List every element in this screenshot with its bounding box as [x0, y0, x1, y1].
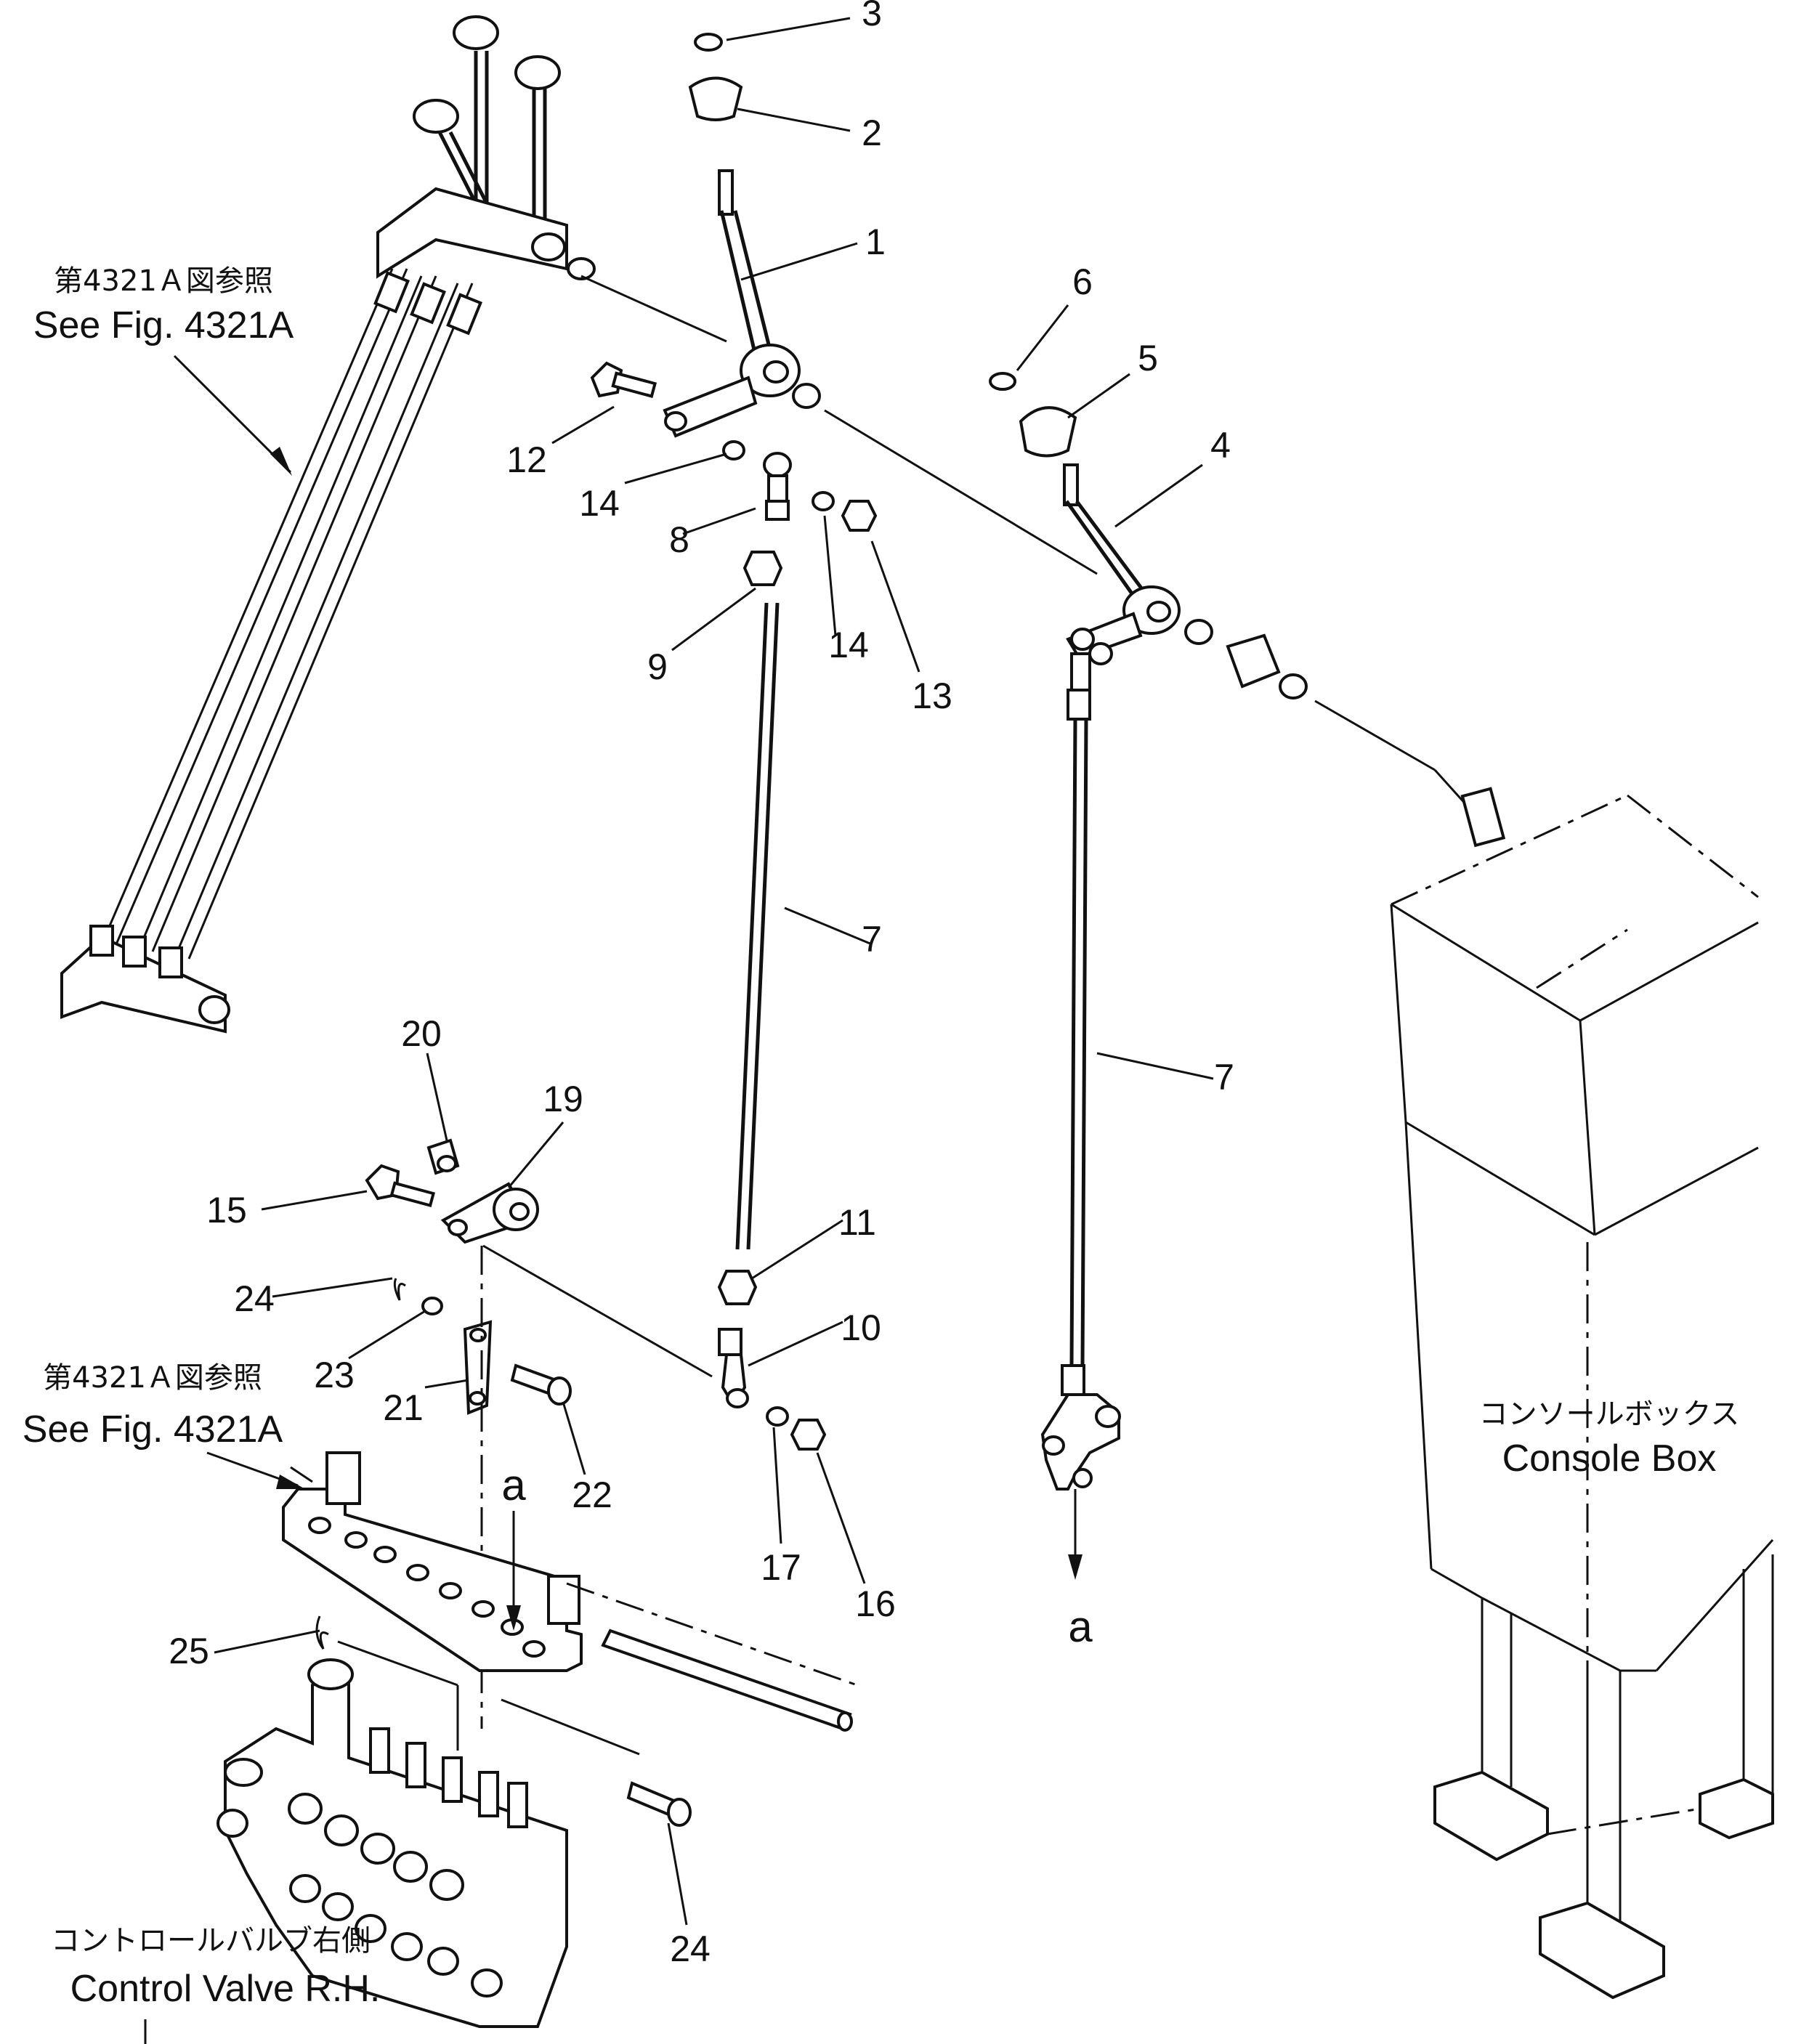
part-2-knob: [688, 76, 743, 121]
label-part-9: 9: [647, 646, 668, 687]
label-part-18: 19: [543, 1079, 583, 1119]
label-part-10: 10: [841, 1307, 881, 1348]
knob-left-1: [453, 15, 499, 50]
marker-a-top: a: [501, 1461, 526, 1509]
console-label-en: Console Box: [1502, 1437, 1717, 1480]
knob-left-3: [413, 99, 459, 134]
label-part-23: 24: [234, 1278, 275, 1319]
label-part-16: 16: [855, 1583, 896, 1624]
marker-a-bottom: a: [1068, 1602, 1093, 1651]
part-5-knob: [1019, 406, 1077, 458]
label-part-19: 20: [401, 1013, 442, 1054]
label-part-7-a: 7: [862, 919, 882, 960]
label-part-12: 12: [506, 439, 547, 480]
label-part-2: 2: [862, 113, 882, 153]
shaft-rod: [601, 1629, 852, 1731]
ref-lower-en: See Fig. 4321A: [23, 1408, 283, 1451]
label-part-14-a: 14: [579, 483, 620, 524]
control-valve: [144, 1615, 692, 2044]
label-part-5: 5: [1138, 338, 1158, 378]
part-number-labels: 3 2 1 6 5 4 12 14 8 9 14 13 7 7 20 19 15…: [169, 0, 1234, 1969]
label-part-25: 25: [169, 1631, 209, 1671]
ref-upper-en: See Fig. 4321A: [33, 304, 294, 346]
plate-assembly: [282, 1451, 858, 1732]
lever-1-assembly: [580, 33, 1098, 1451]
knob-left-2: [514, 55, 561, 90]
valve-body: [224, 1668, 568, 2028]
lever-4-assembly: [989, 372, 1469, 1580]
label-part-8: 8: [669, 519, 689, 560]
ref-upper-jp: 第4321Ａ図参照: [54, 264, 273, 298]
label-part-21: 22: [572, 1475, 612, 1515]
left-lever-assembly: [60, 15, 596, 1034]
label-part-1: 1: [865, 222, 886, 262]
label-part-3: 3: [862, 0, 882, 33]
valve-label-jp: コントロールバルブ右側: [51, 1924, 371, 1958]
lever-block: [376, 187, 568, 279]
label-part-11: 11: [838, 1202, 876, 1243]
console-box: [1390, 787, 1774, 2000]
valve-label-en: Control Valve R.H.: [70, 1968, 381, 2010]
lower-bellcrank-assembly: [365, 1138, 713, 1729]
callout-labels: 第4321Ａ図参照 See Fig. 4321A 第4321Ａ図参照 See F…: [23, 264, 1740, 2010]
part-6-ring: [989, 372, 1016, 391]
label-part-14-b: 14: [828, 625, 869, 665]
leader-lines: [173, 17, 1214, 1926]
label-part-4: 4: [1210, 425, 1231, 466]
label-part-17: 17: [761, 1547, 801, 1588]
label-part-22: 23: [314, 1355, 355, 1395]
ref-lower-jp: 第4321Ａ図参照: [43, 1361, 262, 1395]
label-part-24: 24: [670, 1929, 711, 1969]
label-part-15: 15: [206, 1190, 247, 1230]
console-label-jp: コンソールボックス: [1479, 1398, 1740, 1431]
label-part-13: 13: [912, 676, 952, 716]
label-part-6: 6: [1072, 261, 1093, 302]
label-part-20: 21: [383, 1387, 424, 1428]
label-part-7-b: 7: [1214, 1057, 1234, 1098]
part-3-ring: [694, 33, 723, 52]
